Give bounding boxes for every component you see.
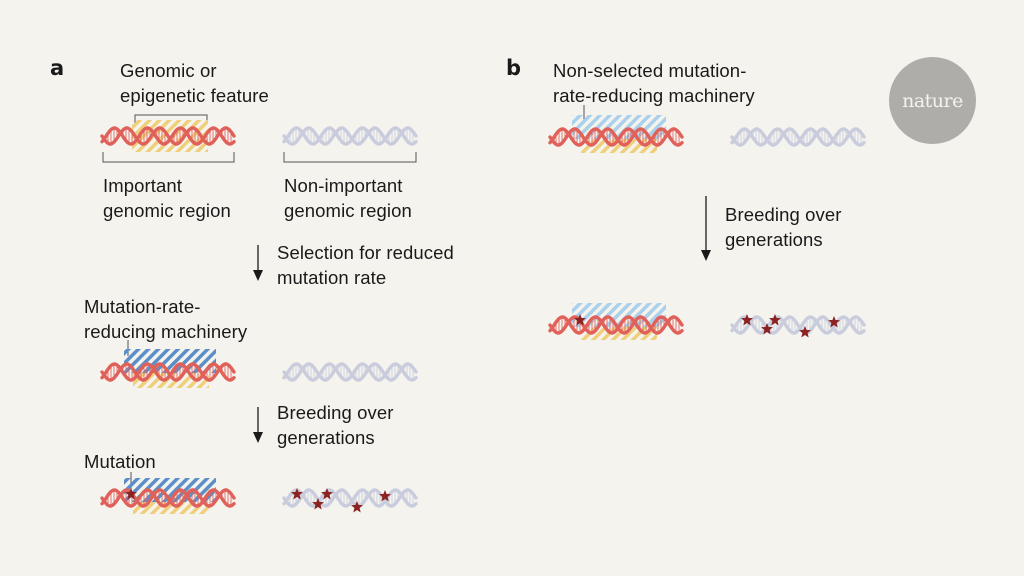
important-dna-a3 — [100, 488, 236, 508]
down-arrow-breeding-b — [701, 196, 711, 261]
machinery-label: Mutation-rate- reducing machinery — [84, 296, 248, 342]
feature-bracket — [134, 114, 208, 124]
nonimportant-region-bracket — [283, 152, 417, 163]
nonimportant-dna-b1 — [730, 127, 866, 147]
nonimportant-dna-a1 — [282, 126, 418, 146]
down-arrow-breeding-a — [253, 407, 263, 443]
nonimportant-region-label: Non-important genomic region — [284, 175, 412, 221]
machinery-hatch-selected — [124, 349, 216, 373]
breeding-step-label-b: Breeding over generations — [725, 204, 842, 250]
feature-label: Genomic or epigenetic feature — [120, 60, 269, 106]
important-region-label: Important genomic region — [103, 175, 231, 221]
nature-logo: nature — [889, 57, 976, 144]
important-dna-a2 — [100, 362, 236, 382]
selection-step-label: Selection for reduced mutation rate — [277, 242, 454, 288]
panel-b-label: b — [506, 56, 522, 80]
important-region-bracket — [102, 152, 235, 163]
panel-a-label: a — [50, 56, 65, 80]
breeding-step-label-a: Breeding over generations — [277, 402, 394, 448]
mutation-label: Mutation — [84, 451, 156, 472]
important-dna-b2 — [548, 315, 684, 335]
machinery-hatch-nonselected — [572, 303, 666, 327]
nature-logo-text: nature — [902, 89, 963, 112]
machinery-hatch-nonselected — [572, 115, 666, 139]
nonimportant-dna-a2 — [282, 362, 418, 382]
nonimportant-dna-b2 — [730, 315, 866, 335]
down-arrow-selection — [253, 245, 263, 281]
nonselected-machinery-label: Non-selected mutation- rate-reducing mac… — [553, 60, 755, 106]
important-dna-a1 — [100, 126, 236, 146]
important-dna-b1 — [548, 127, 684, 147]
nonimportant-dna-a3 — [282, 488, 418, 508]
